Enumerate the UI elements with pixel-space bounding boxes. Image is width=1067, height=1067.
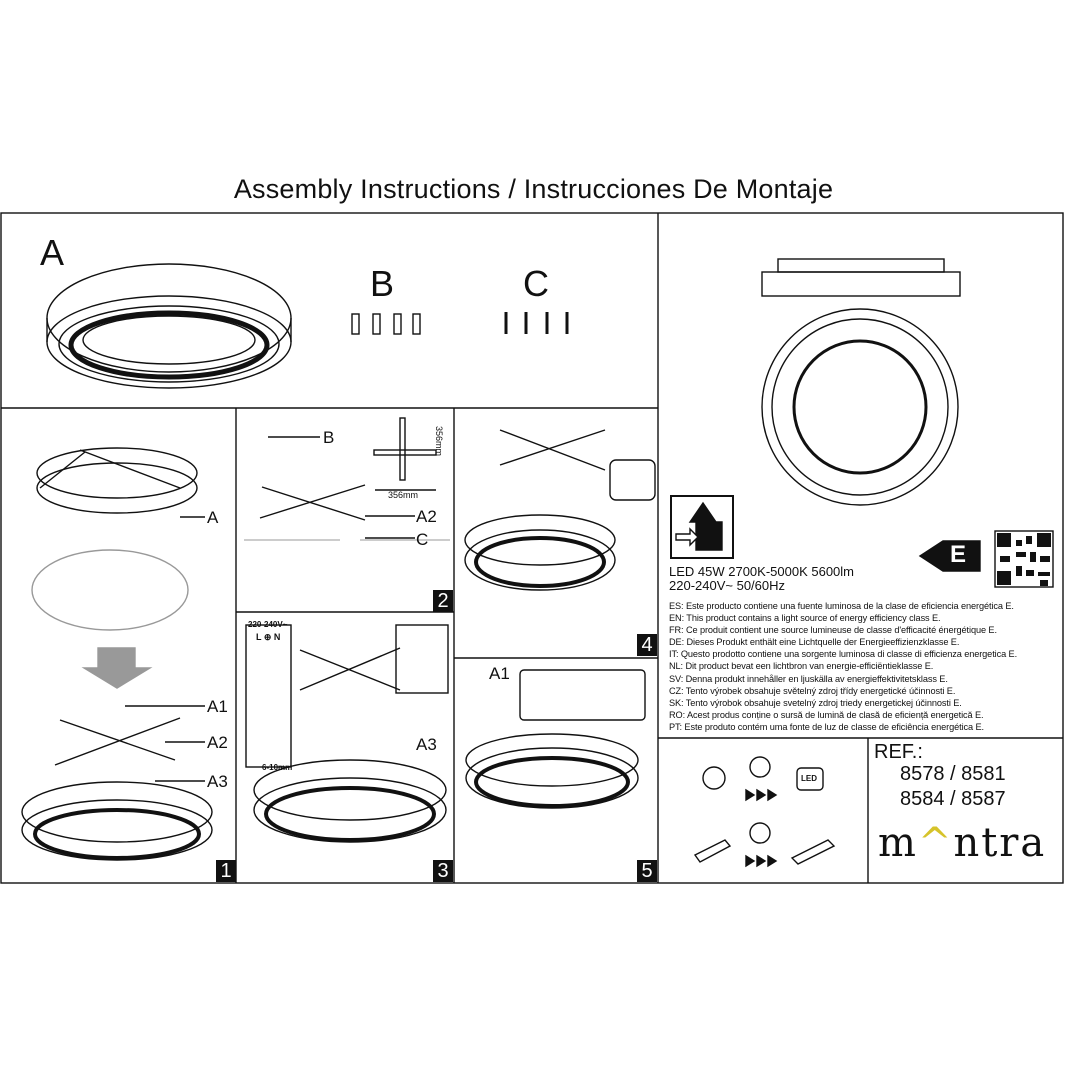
statement-es: ES: Este producto contiene una fuente lu… <box>669 601 1014 611</box>
qr-code-icon <box>994 530 1054 588</box>
statement-nl: NL: Dit product bevat een lichtbron van … <box>669 661 934 672</box>
part-b-label: B <box>370 263 395 304</box>
spec-line-2: 220-240V~ 50/60Hz <box>669 578 786 593</box>
step1-label-a3: A3 <box>207 772 228 791</box>
step3-drawing <box>245 624 449 843</box>
statement-en: EN: This product contains a light source… <box>669 613 941 624</box>
statement-de: DE: Dieses Produkt enthält eine Lichtque… <box>669 637 960 648</box>
step2-dim-horizontal: 356mm <box>388 490 419 500</box>
statement-fr: FR: Ce produit contient une source lumin… <box>669 625 997 636</box>
ref-line-2: 8584 / 8587 <box>900 788 1006 810</box>
spec-line-1: LED 45W 2700K-5000K 5600lm <box>669 564 855 579</box>
step1-drawing <box>21 447 213 861</box>
step4-drawing <box>464 429 656 591</box>
step1-label-a: A <box>207 508 219 527</box>
energy-class-letter: E <box>950 541 967 568</box>
step-number-3: 3 <box>433 860 453 882</box>
statement-cz: CZ: Tento výrobek obsahuje světelný zdro… <box>669 685 956 696</box>
statement-sk: SK: Tento výrobok obsahuje svetelný zdro… <box>669 697 962 708</box>
step-number-4: 4 <box>637 634 657 656</box>
step3-voltage: 220-240V~ <box>248 620 288 629</box>
brand-logo: m^ntra <box>878 820 1046 866</box>
step-number-2: 2 <box>433 590 453 612</box>
part-c-label: C <box>523 263 549 304</box>
step5-drawing <box>465 669 646 809</box>
step3-label-a3: A3 <box>416 735 437 754</box>
step2-label-a2: A2 <box>416 507 437 526</box>
statement-sv: SV: Denna produkt innehåller en ljuskäll… <box>669 673 948 684</box>
step5-label-a1: A1 <box>489 664 510 683</box>
step1-label-a1: A1 <box>207 697 228 716</box>
step3-terminals: L ⊕ N <box>256 632 281 642</box>
part-a-lamp <box>46 263 292 389</box>
brand-part-1: m <box>878 820 918 866</box>
statement-pt: PT: Este produto contém uma fonte de luz… <box>669 721 984 732</box>
house-icon <box>670 495 734 559</box>
lamp-top-view <box>761 308 959 506</box>
step2-label-b: B <box>323 428 335 447</box>
step3-strip-length: 6-10mm <box>262 763 293 772</box>
step2-label-c: C <box>416 530 429 549</box>
sheet-frame <box>0 212 1064 884</box>
ref-line-1: 8578 / 8581 <box>900 763 1006 785</box>
statement-it: IT: Questo prodotto contiene una sorgent… <box>669 649 1018 660</box>
brand-part-2: ntra <box>953 820 1047 866</box>
page-title: Assembly Instructions / Instrucciones De… <box>233 174 834 204</box>
part-c-screws <box>504 312 569 334</box>
statement-ro: RO: Acest produs conține o sursă de lumi… <box>669 709 984 720</box>
led-icon-label: LED <box>801 774 817 783</box>
step1-label-a2: A2 <box>207 733 228 752</box>
part-b-anchors <box>351 313 421 335</box>
lamp-side-view <box>761 258 961 297</box>
step2-drawing <box>244 417 450 541</box>
ref-numbers: 8578 / 8581 8584 / 8587 <box>900 762 1006 812</box>
product-specs: LED 45W 2700K-5000K 5600lm 220-240V~ 50/… <box>669 565 854 593</box>
step-number-5: 5 <box>637 860 657 882</box>
icon-row-1 <box>702 756 824 802</box>
brand-caret: ^ <box>917 820 954 866</box>
ref-label: REF.: <box>874 741 923 763</box>
icon-row-2 <box>693 822 836 868</box>
step-number-1: 1 <box>216 860 236 882</box>
energy-class-arrow <box>918 540 981 572</box>
step2-dim-vertical: 356mm <box>434 426 444 457</box>
energy-statements: ES: Este producto contiene una fuente lu… <box>669 600 1017 733</box>
part-a-label: A <box>40 232 65 273</box>
